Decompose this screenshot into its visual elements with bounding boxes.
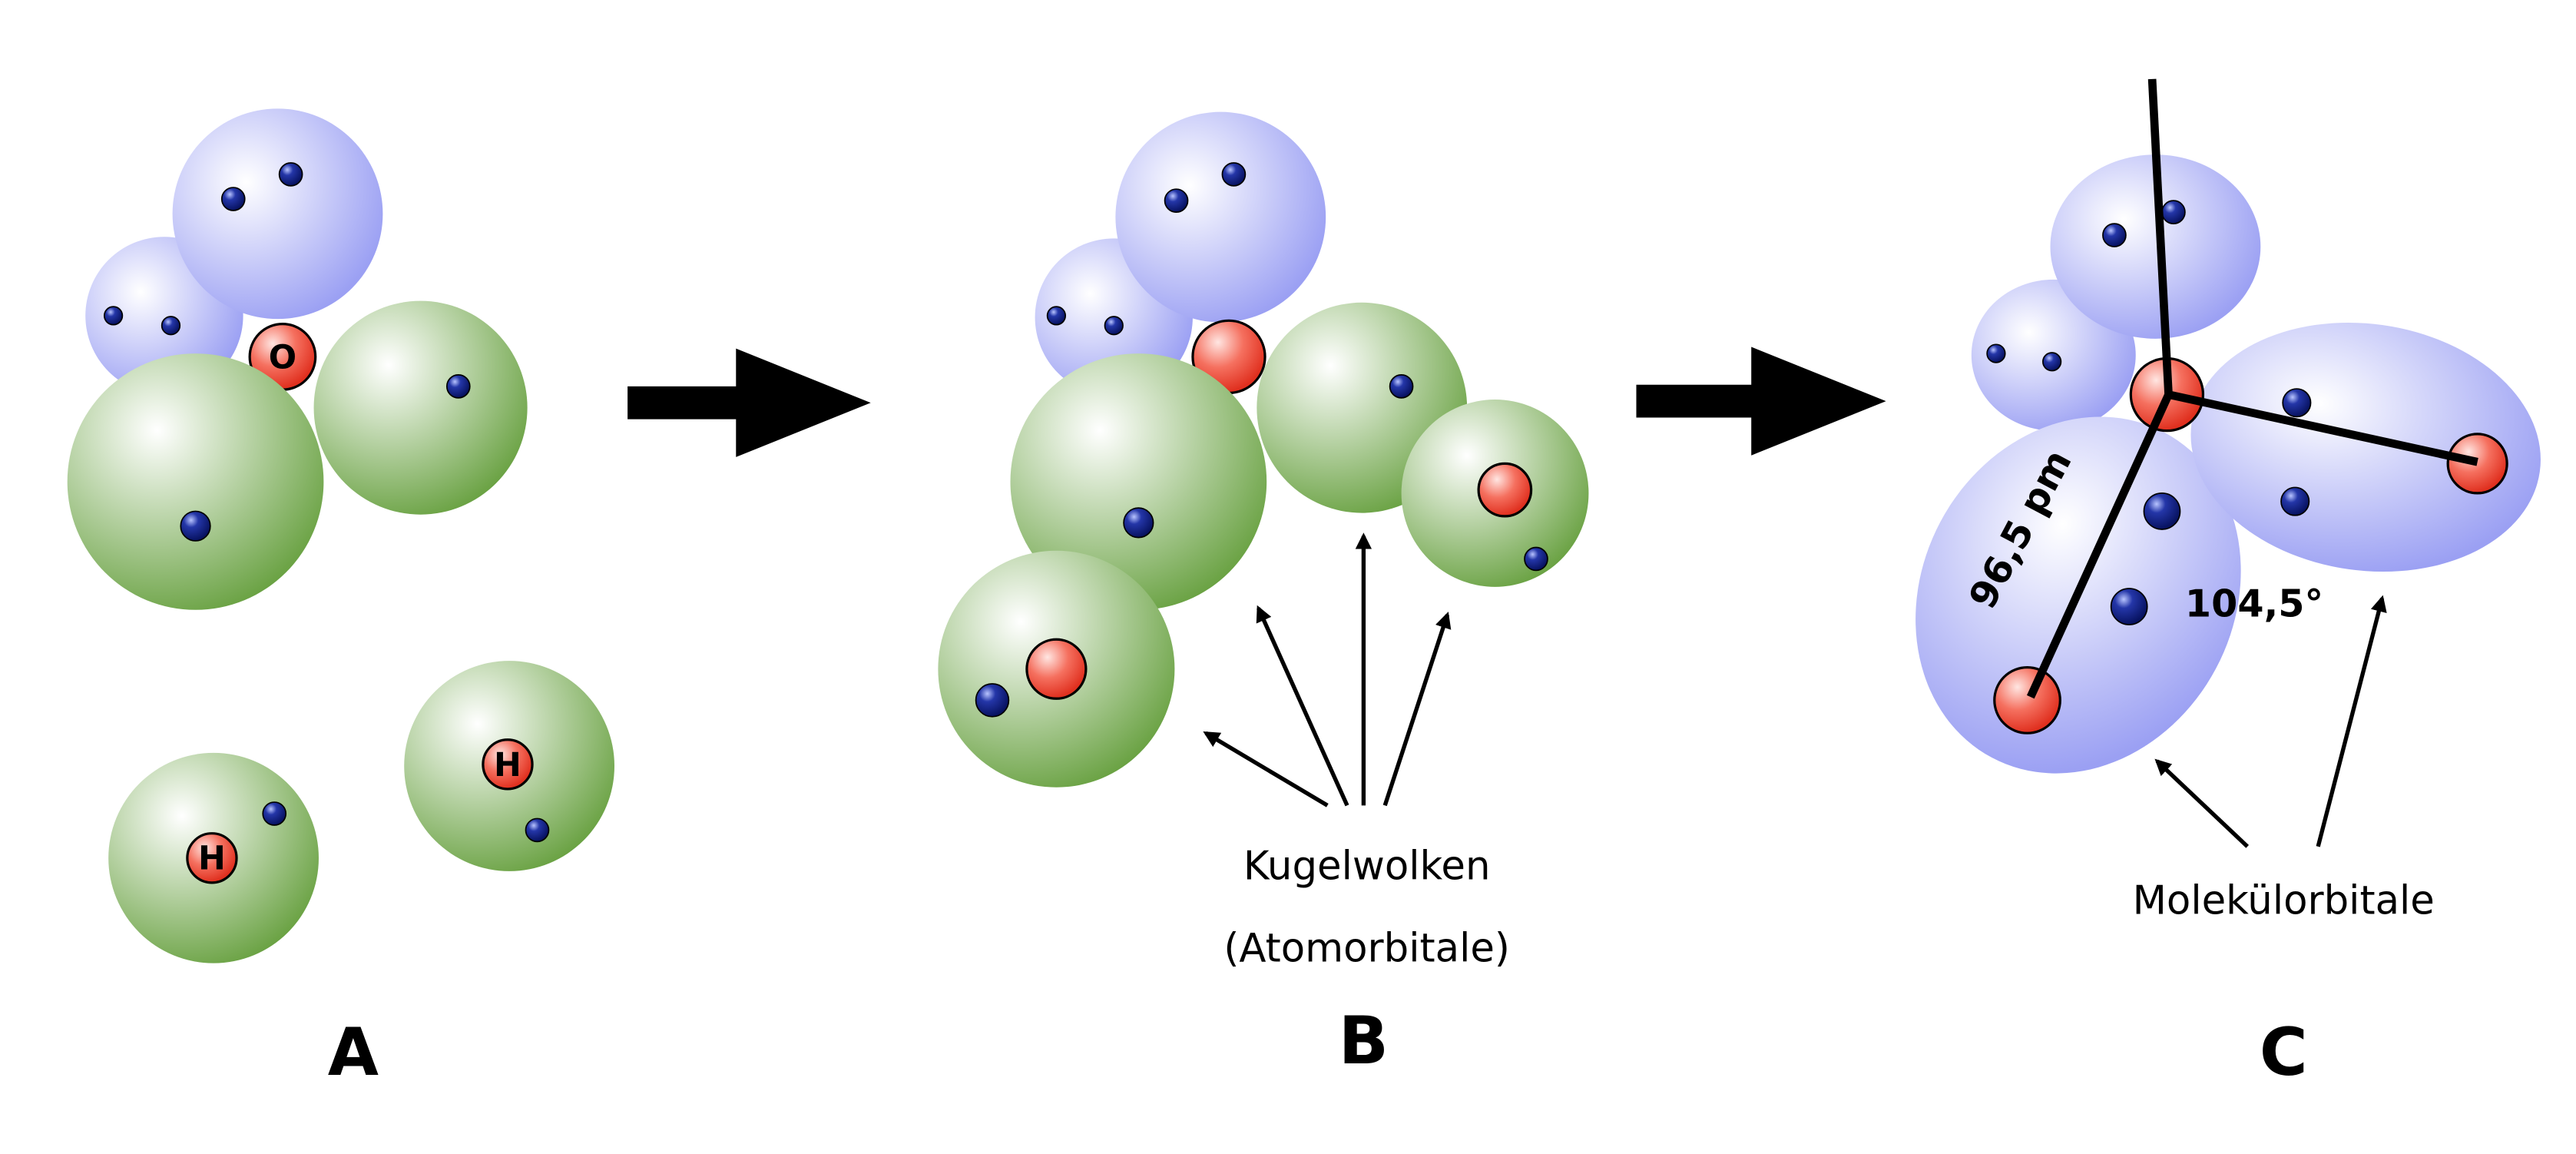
hydrogen-nucleus xyxy=(482,738,534,791)
hydrogen-nucleus xyxy=(2446,433,2508,495)
hydrogen-nucleus xyxy=(1993,666,2061,735)
panel-b: Kugelwolken (Atomorbitale) B xyxy=(938,111,1589,1079)
bond-angle-label: 104,5° xyxy=(2185,581,2323,625)
oxygen-label: O xyxy=(269,338,296,376)
electrons xyxy=(1986,200,2312,625)
panel-label-c: C xyxy=(2260,1015,2308,1091)
bonding-orbital xyxy=(1010,353,1267,610)
arrow-right-icon xyxy=(1636,347,1886,456)
arrow-right-icon xyxy=(627,348,871,457)
molecular-orbital xyxy=(2190,322,2541,572)
pointer-arrows xyxy=(1203,532,1452,807)
bonding-orbital xyxy=(313,300,528,515)
lone-pair-orbital xyxy=(2050,154,2261,339)
bond-axes xyxy=(2026,78,2478,699)
lone-pair-orbital xyxy=(1115,111,1326,323)
lone-pair-orbital xyxy=(172,108,383,320)
caption-atomic-orbitals-sub: (Atomorbitale) xyxy=(1223,926,1510,972)
electrons xyxy=(975,162,1548,718)
caption-molecular-orbitals: Molekülorbitale xyxy=(2133,878,2435,924)
hydrogen-label: H xyxy=(494,746,521,784)
hydrogen-nucleus xyxy=(1025,638,1088,700)
electron xyxy=(525,817,550,843)
panel-a: O H H A xyxy=(67,108,614,1091)
panel-label-b: B xyxy=(1339,1003,1389,1079)
electrons xyxy=(103,162,471,542)
panel-c: 96,5 pm 104,5° Molekülorbitale C xyxy=(1915,78,2541,1091)
bonding-orbital xyxy=(67,353,324,610)
hydrogen-label: H xyxy=(198,840,226,878)
electron xyxy=(262,801,287,826)
hydrogen-nucleus xyxy=(1477,462,1533,518)
pointer-arrows xyxy=(2154,595,2387,848)
panel-label-a: A xyxy=(328,1015,379,1091)
hydrogen-nucleus xyxy=(186,832,238,884)
caption-atomic-orbitals: Kugelwolken xyxy=(1243,844,1491,890)
